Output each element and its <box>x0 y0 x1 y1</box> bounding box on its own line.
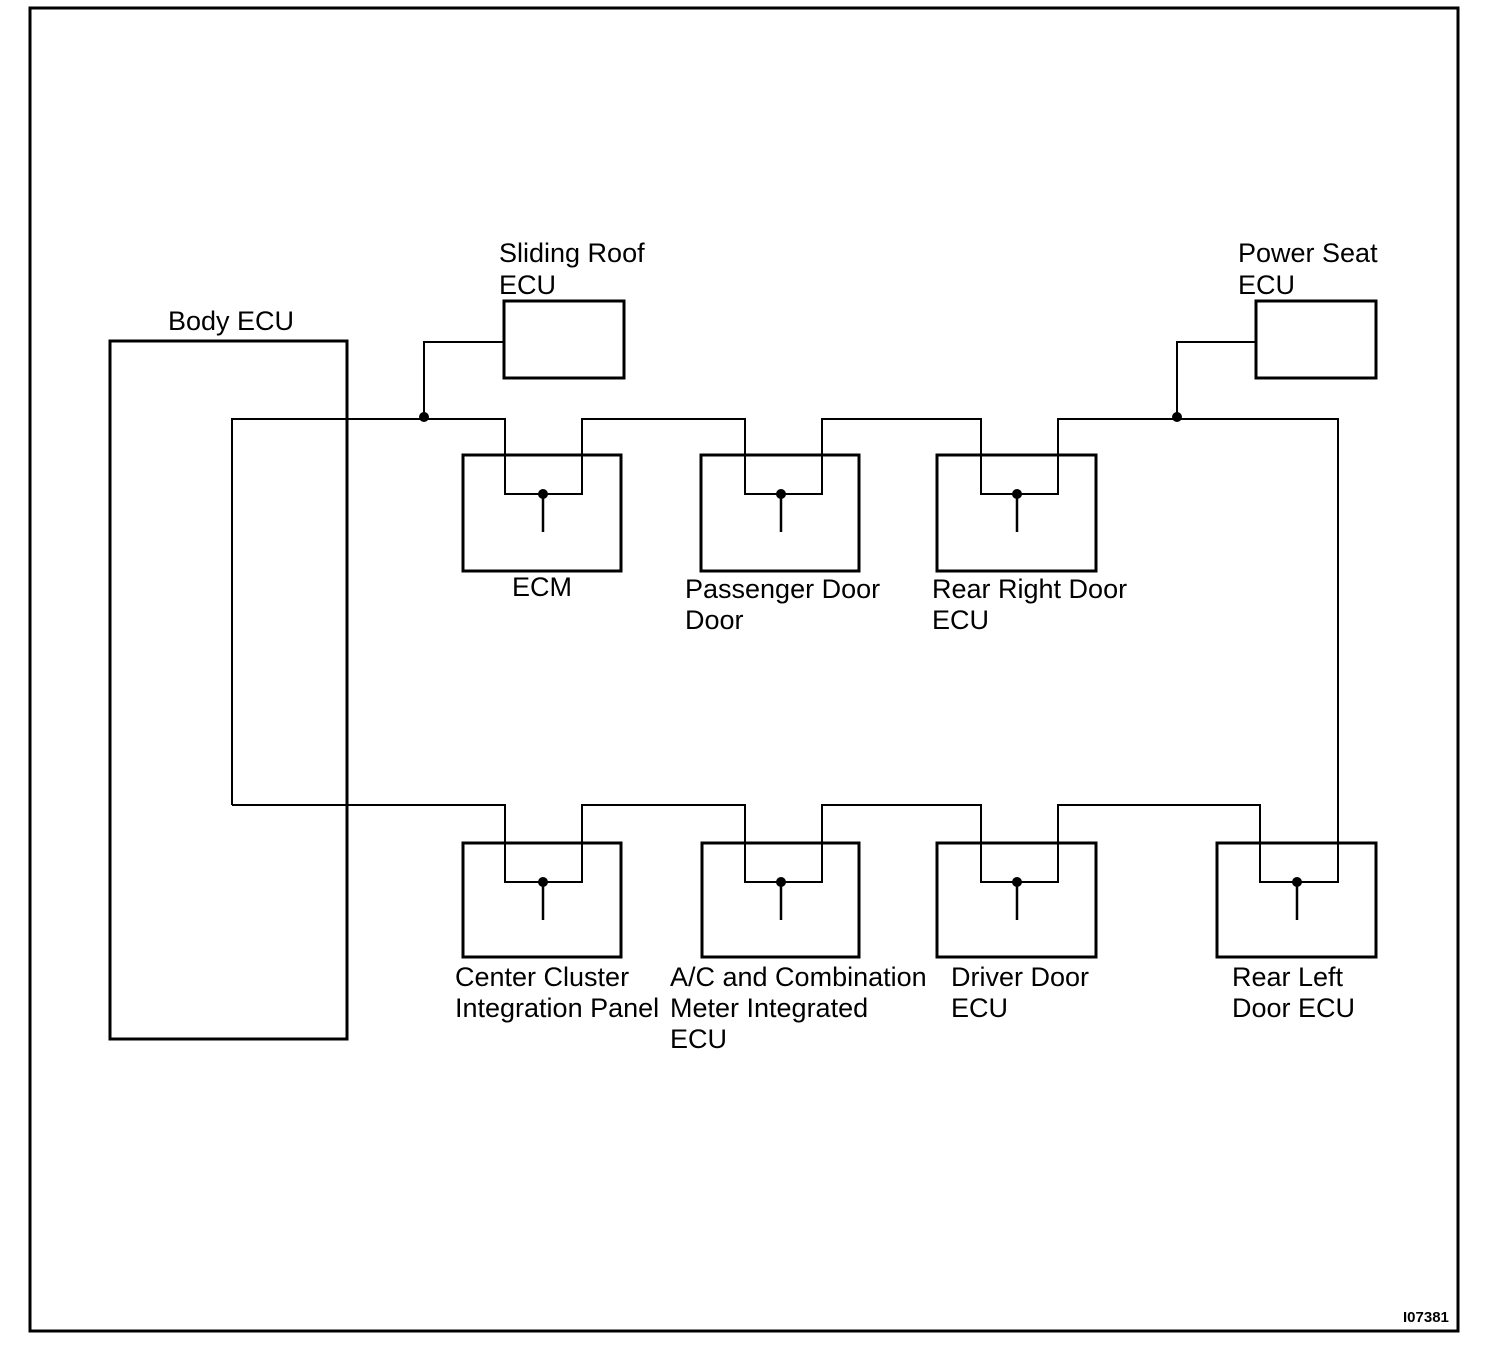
power-seat-ecu-label: Power Seat ECU <box>1238 238 1385 300</box>
sliding-roof-ecu-box <box>502 299 626 380</box>
body-ecu-box <box>108 339 349 1041</box>
diagram-frame <box>28 6 1460 1333</box>
driver-door-ecu-label: Driver Door ECU <box>951 962 1097 1023</box>
power-seat-junction-node <box>1172 412 1182 422</box>
center-cluster-label: Center Cluster Integration Panel <box>455 962 659 1023</box>
figure-code: I07381 <box>1403 1309 1449 1326</box>
sliding-roof-branch-wire <box>423 341 504 417</box>
power-seat-branch-wire <box>1176 341 1256 417</box>
center-cluster-box <box>461 841 623 959</box>
power-seat-ecu-box <box>1254 299 1378 380</box>
passenger-door-box <box>699 453 861 573</box>
bottom-bus-wire <box>232 804 1261 883</box>
sliding-roof-ecu-label: Sliding Roof ECU <box>499 238 652 300</box>
ecm-label: ECM <box>512 572 572 602</box>
ecm-box <box>461 453 623 573</box>
driver-door-ecu-box <box>935 841 1098 959</box>
passenger-door-label: Passenger Door Door <box>685 574 888 635</box>
body-ecu-label: Body ECU <box>168 306 294 336</box>
rear-right-door-ecu-label: Rear Right Door ECU <box>932 574 1135 635</box>
rear-right-door-ecu-box <box>935 453 1098 573</box>
top-bus-wire <box>231 418 1339 883</box>
ac-combination-meter-box <box>700 841 861 959</box>
rear-left-door-ecu-box <box>1215 841 1378 959</box>
rear-left-door-ecu-label: Rear Left Door ECU <box>1232 962 1355 1023</box>
ac-combination-meter-label: A/C and Combination Meter Integrated ECU <box>670 962 934 1054</box>
sliding-roof-junction-node <box>419 412 429 422</box>
